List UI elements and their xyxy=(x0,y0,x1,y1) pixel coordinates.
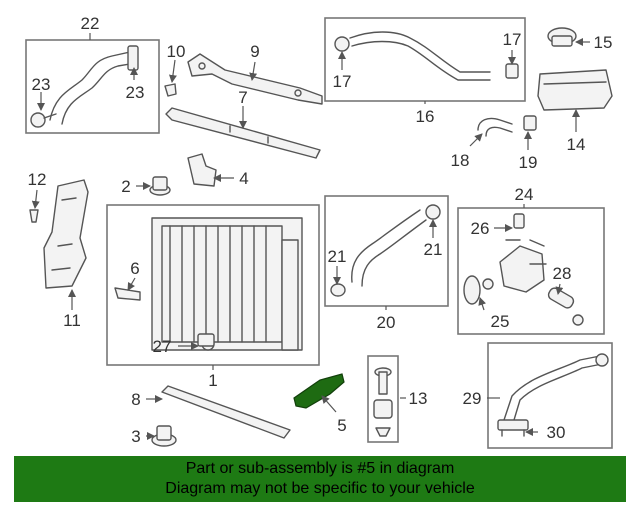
callout-1: 1 xyxy=(208,371,217,390)
parts-diagram: 22 23 23 10 9 7 2 4 12 11 6 27 1 8 3 5 1… xyxy=(25,14,613,449)
bracket-4-drawing xyxy=(187,153,217,187)
callout-9: 9 xyxy=(250,42,259,61)
callout-24: 24 xyxy=(515,185,534,204)
callout-18: 18 xyxy=(451,151,470,170)
callout-20: 20 xyxy=(377,313,396,332)
grommet-2-drawing xyxy=(149,176,171,196)
callout-19: 19 xyxy=(519,153,538,172)
hose-18-drawing xyxy=(477,117,513,137)
callout-3: 3 xyxy=(131,427,140,446)
hose-16-drawing xyxy=(334,31,519,81)
callout-26: 26 xyxy=(471,219,490,238)
banner-line-1: Part or sub-assembly is #5 in diagram xyxy=(185,460,455,477)
clamp-19-drawing xyxy=(523,115,537,131)
group-box-22 xyxy=(25,39,160,134)
upper-bracket-9-drawing xyxy=(187,53,323,105)
grommet-3-drawing xyxy=(151,425,177,447)
banner-line-2: Diagram may not be specific to your vehi… xyxy=(165,480,475,497)
callout-28: 28 xyxy=(553,264,572,283)
leader-lines xyxy=(31,33,590,440)
callout-13: 13 xyxy=(409,389,428,408)
callout-7: 7 xyxy=(238,88,247,107)
callout-23-left: 23 xyxy=(32,75,51,94)
cap-15-drawing xyxy=(547,27,577,47)
callout-2: 2 xyxy=(121,177,130,196)
callout-6: 6 xyxy=(130,259,139,278)
air-deflector-11-drawing xyxy=(29,179,89,289)
group-box-16 xyxy=(324,17,526,102)
pipe-29-drawing xyxy=(497,353,609,437)
thermostat-housing-24-drawing xyxy=(463,213,584,326)
callout-5: 5 xyxy=(337,416,346,435)
callout-8: 8 xyxy=(131,390,140,409)
callout-4: 4 xyxy=(239,169,248,188)
callout-21-right: 21 xyxy=(424,240,443,259)
lower-baffle-8-drawing xyxy=(161,385,291,439)
callout-22: 22 xyxy=(81,14,100,33)
callout-11: 11 xyxy=(63,311,81,330)
hose-22-drawing xyxy=(30,45,139,128)
clip-10-drawing xyxy=(164,83,177,97)
callout-25: 25 xyxy=(491,312,510,331)
callout-15: 15 xyxy=(594,33,613,52)
callout-27: 27 xyxy=(153,337,172,356)
callout-14: 14 xyxy=(567,135,586,154)
bolt-13-drawing xyxy=(367,355,399,443)
callout-labels: 22 23 23 10 9 7 2 4 12 11 6 27 1 8 3 5 1… xyxy=(28,14,613,446)
fitting-27-drawing xyxy=(197,333,215,347)
callout-23-right: 23 xyxy=(126,83,145,102)
callout-29: 29 xyxy=(463,389,482,408)
callout-10: 10 xyxy=(167,42,186,61)
group-box-24 xyxy=(457,207,605,335)
reservoir-14-drawing xyxy=(537,69,613,111)
info-banner: Part or sub-assembly is #5 in diagram Di… xyxy=(14,456,626,502)
callout-17-left: 17 xyxy=(333,72,352,91)
lower-bracket-7-drawing xyxy=(165,107,321,159)
callout-21-left: 21 xyxy=(328,247,347,266)
callout-16: 16 xyxy=(416,107,435,126)
callout-12: 12 xyxy=(28,170,47,189)
callout-30: 30 xyxy=(547,423,566,442)
callout-17-right: 17 xyxy=(503,30,522,49)
group-box-29 xyxy=(487,342,613,449)
highlighted-bracket-5-drawing xyxy=(293,373,345,409)
radiator-1-drawing xyxy=(114,217,303,351)
